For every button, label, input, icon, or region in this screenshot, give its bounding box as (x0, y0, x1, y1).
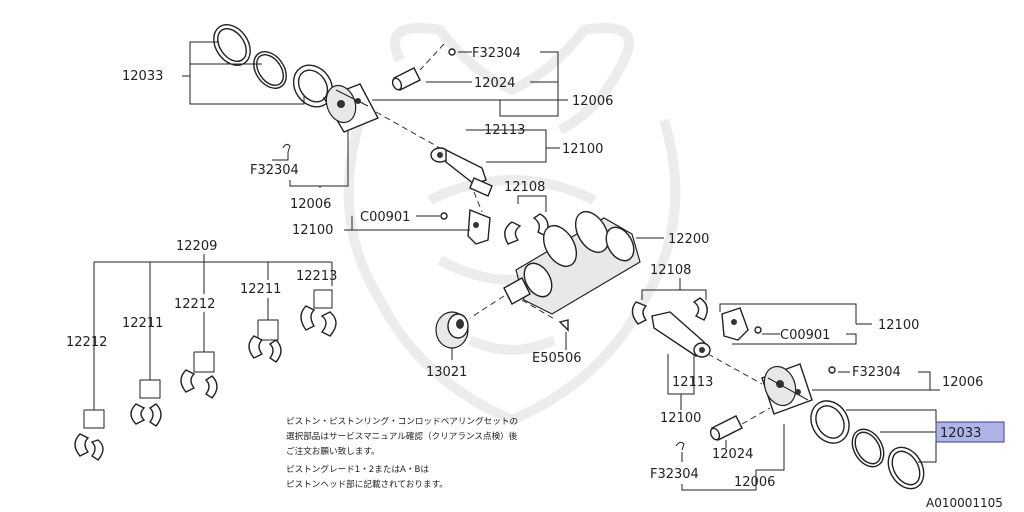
crankshaft-label[interactable]: 12200 (668, 232, 709, 247)
main-bearing-12212-a[interactable] (74, 433, 104, 461)
main-bearing-set-label[interactable]: 12209 (176, 239, 217, 254)
upper-circlip-left-label[interactable]: F32304 (250, 163, 299, 178)
lower-piston[interactable] (759, 362, 813, 415)
pulley-label[interactable]: 13021 (426, 365, 467, 380)
note-line-1: ピストン・ピストンリング・コンロッドベアリングセットの (286, 415, 518, 427)
key-label[interactable]: E50506 (532, 351, 582, 366)
main-12213-label[interactable]: 12213 (296, 269, 337, 284)
upper-bearing-label[interactable]: 12108 (504, 180, 545, 195)
lower-rod-bearing[interactable] (631, 297, 708, 325)
main-bearing-12213[interactable] (300, 305, 337, 337)
main-bearing-12212-b[interactable] (180, 369, 218, 399)
woodruff-key-icon[interactable] (558, 319, 569, 332)
upper-pin-label[interactable]: 12024 (474, 76, 515, 91)
upper-ring-set-label[interactable]: 12033 (122, 69, 163, 84)
upper-nut-label[interactable]: C00901 (360, 210, 410, 225)
selection-note: ピストン・ピストンリング・コンロッドベアリングセットの 選択部品はサービスマニュ… (286, 415, 518, 490)
main-12212-a-label[interactable]: 12212 (66, 335, 107, 350)
upper-circlip-left-icon[interactable] (282, 143, 291, 153)
upper-piston[interactable] (321, 81, 379, 133)
lower-ring-set-highlight[interactable]: 12033 (935, 421, 1005, 443)
upper-circlip-label[interactable]: F32304 (472, 46, 521, 61)
upper-piston-bottom-label[interactable]: 12006 (290, 197, 331, 212)
upper-rod-assy-label[interactable]: 12100 (292, 223, 333, 238)
lower-piston-bottom-label[interactable]: 12006 (734, 475, 775, 490)
lower-piston-pin[interactable] (709, 415, 743, 441)
main-12211-a-label[interactable]: 12211 (122, 316, 163, 331)
note-line-3: ご注文お願い致します。 (286, 445, 380, 457)
lower-circlip-icon[interactable] (828, 366, 836, 374)
lower-piston-label[interactable]: 12006 (942, 375, 983, 390)
lower-rod-assy-label[interactable]: 12100 (878, 318, 919, 333)
note-line-4: ピストングレード1・2またはA・Bは (286, 463, 429, 475)
crankshaft[interactable] (503, 206, 664, 315)
lower-circlip-bottom-icon[interactable] (675, 441, 685, 451)
lower-nut-label[interactable]: C00901 (780, 328, 830, 343)
lower-circlip-label[interactable]: F32304 (852, 365, 901, 380)
watermark-emblem (343, 23, 681, 426)
main-bearing-12211-a[interactable] (130, 403, 162, 427)
main-12211-b-label[interactable]: 12211 (240, 282, 281, 297)
main-12212-b-label[interactable]: 12212 (174, 297, 215, 312)
upper-rod-bearing[interactable] (504, 213, 549, 245)
upper-piston-label[interactable]: 12006 (572, 94, 613, 109)
upper-conrod-label[interactable]: 12100 (562, 142, 603, 157)
note-line-2: 選択部品はサービスマニュアル確認（クリアランス点検）後 (286, 430, 518, 442)
upper-circlip-icon[interactable] (448, 48, 456, 56)
upper-piston-rings[interactable] (206, 18, 340, 115)
lower-ring-set-highlighted-label[interactable]: 12033 (940, 426, 981, 441)
main-bearing-12211-b[interactable] (248, 335, 282, 363)
lower-pin-label[interactable]: 12024 (712, 447, 753, 462)
lower-nut-icon[interactable] (754, 326, 762, 334)
lower-rod-bolt-label[interactable]: 12113 (672, 375, 713, 390)
lower-conrod-label[interactable]: 12100 (660, 411, 701, 426)
upper-piston-pin[interactable] (391, 67, 421, 91)
upper-rod-bolt-label[interactable]: 12113 (484, 123, 525, 138)
upper-rod-cap[interactable] (440, 208, 491, 245)
lower-bearing-label[interactable]: 12108 (650, 263, 691, 278)
lower-piston-rings[interactable] (803, 394, 930, 495)
crank-pulley[interactable] (435, 311, 469, 349)
note-line-5: ピストンヘッド部に記載されております。 (286, 478, 448, 490)
lower-circlip-bottom-label[interactable]: F32304 (650, 467, 699, 482)
figure-reference: A010001105 (926, 496, 1003, 510)
upper-connecting-rod[interactable] (430, 147, 493, 197)
lower-rod-cap[interactable] (721, 307, 749, 341)
